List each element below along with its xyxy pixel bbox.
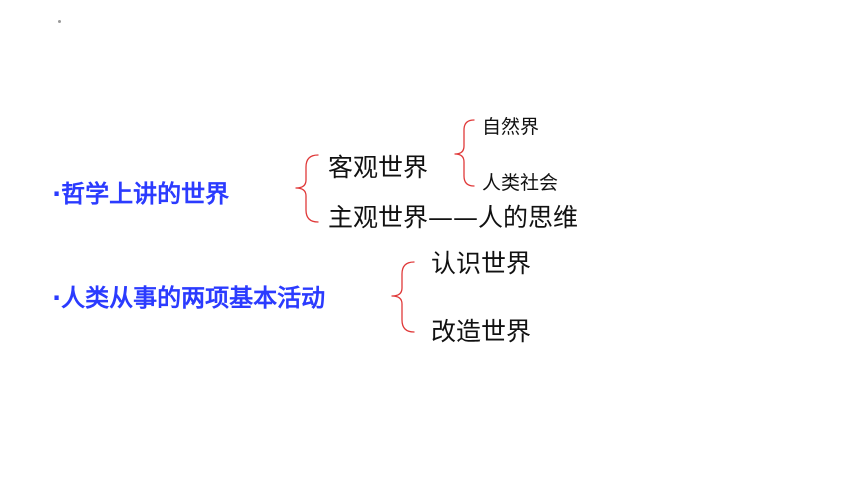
bracket-objective [454, 119, 475, 187]
term-objective-world: 客观世界 [328, 153, 429, 182]
term-know-world: 认识世界 [431, 249, 532, 278]
heading-philosophy-world: ·哲学上讲的世界 [52, 180, 230, 208]
term-nature: 自然界 [482, 116, 540, 138]
term-subjective-world: 主观世界——人的思维 [328, 203, 579, 232]
decorative-dot [58, 20, 61, 23]
heading-basic-activities: ·人类从事的两项基本活动 [52, 284, 326, 312]
bracket-activities [391, 261, 415, 333]
term-human-society: 人类社会 [482, 172, 559, 194]
term-transform-world: 改造世界 [431, 317, 532, 346]
bracket-world [295, 154, 319, 223]
